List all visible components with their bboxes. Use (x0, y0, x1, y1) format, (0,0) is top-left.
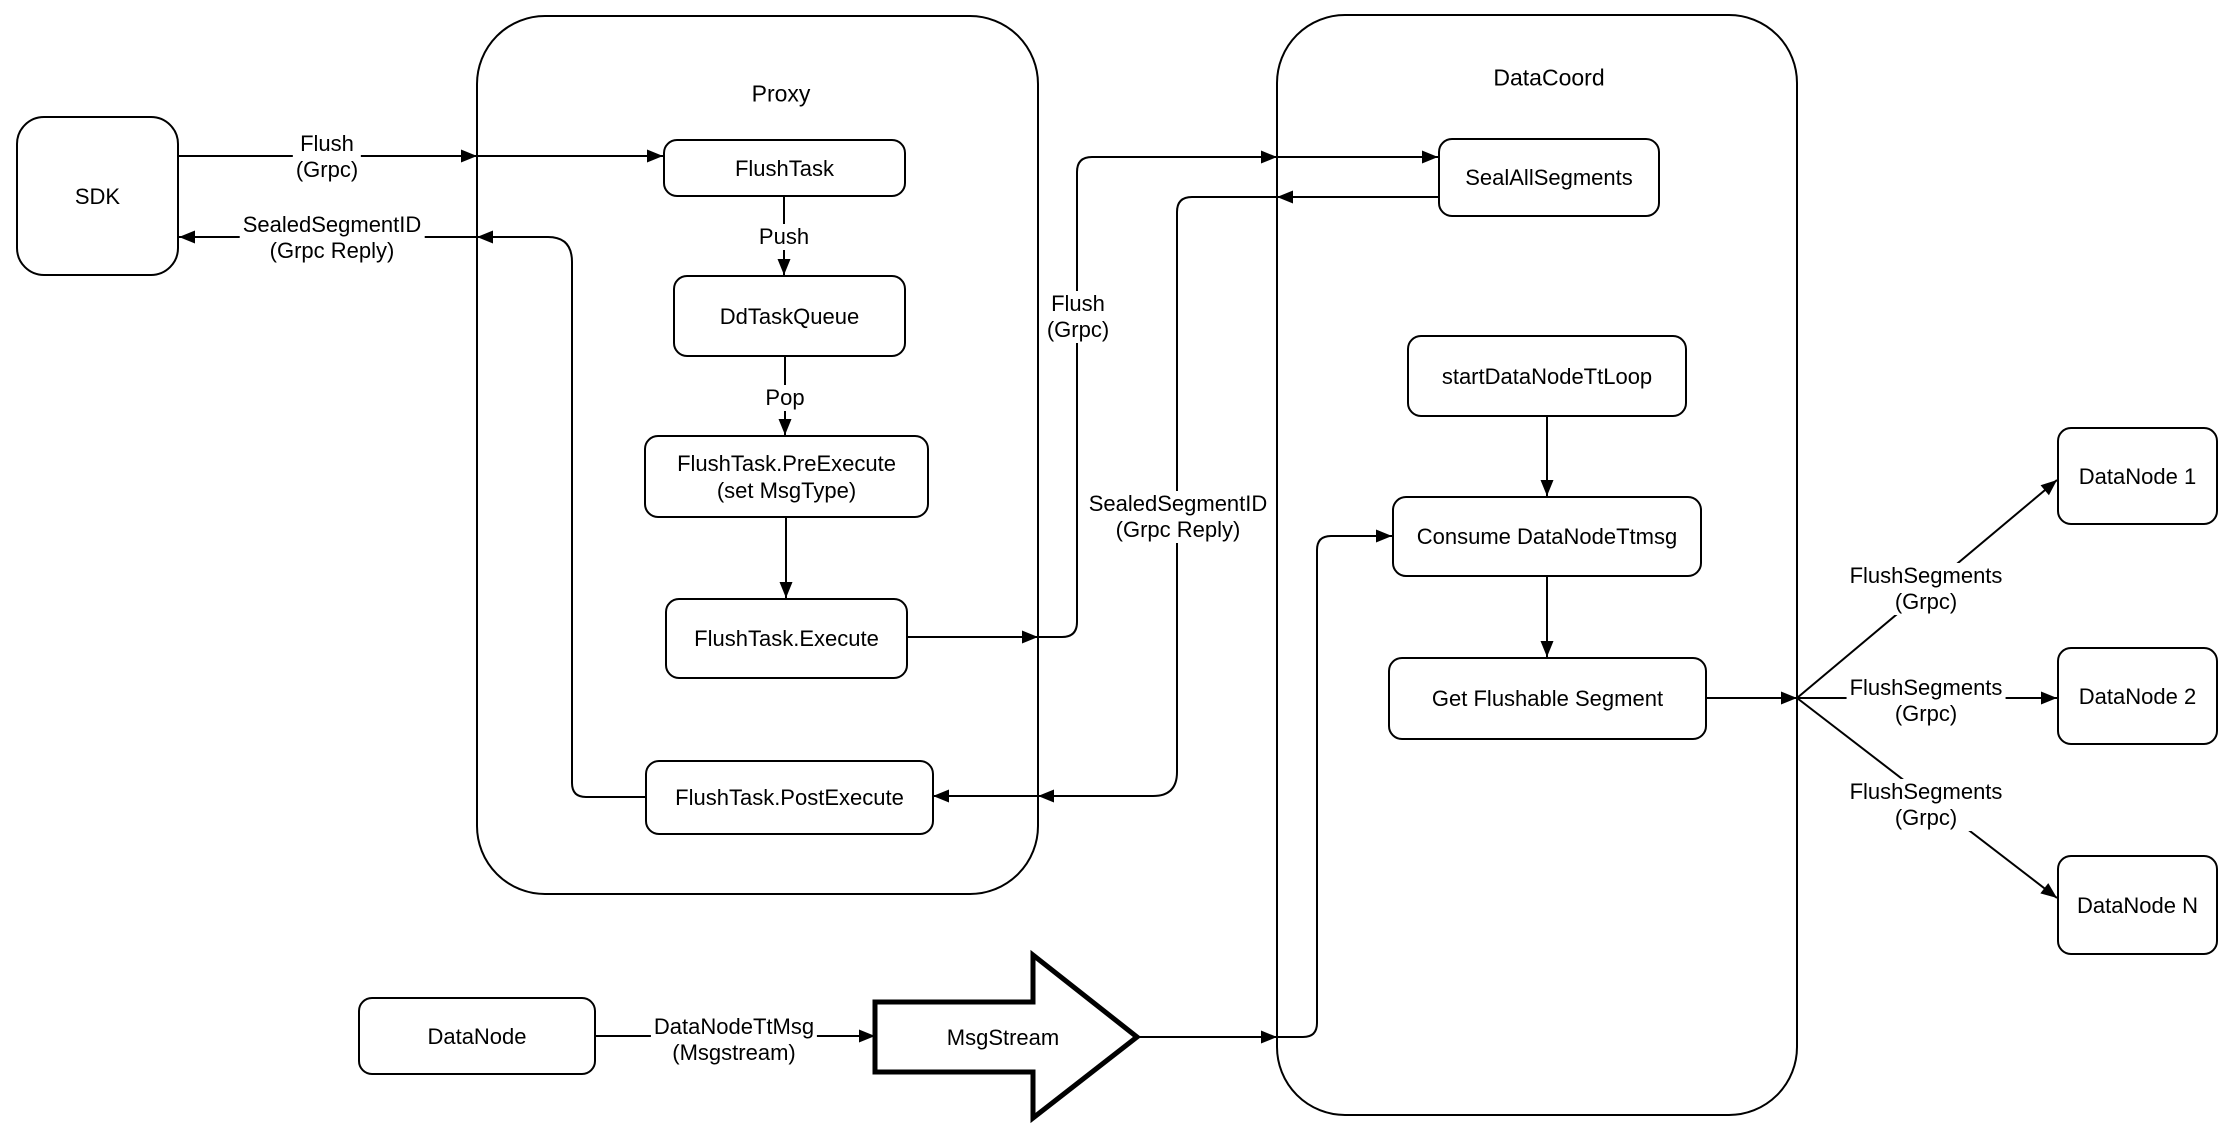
node-data-node-1-label: DataNode 1 (2078, 463, 2197, 489)
edge-label-sealed-segment-id-reply: SealedSegmentID (Grpc Reply) (1085, 491, 1271, 543)
datacoord-container-outline (1276, 14, 1798, 1116)
node-consume-data-node-ttmsg: Consume DataNodeTtmsg (1392, 496, 1702, 577)
node-flush-task: FlushTask (663, 139, 906, 197)
node-sdk-label: SDK (74, 183, 121, 209)
node-flush-task-label: FlushTask (734, 155, 835, 181)
node-dd-task-queue: DdTaskQueue (673, 275, 906, 357)
node-post-execute: FlushTask.PostExecute (645, 760, 934, 835)
node-pre-execute: FlushTask.PreExecute (set MsgType) (644, 435, 929, 518)
edge-label-flush-sdk: Flush (Grpc) (292, 131, 362, 183)
edge-label-flush-segments-1: FlushSegments (Grpc) (1846, 563, 2006, 615)
node-data-node-2: DataNode 2 (2057, 647, 2218, 745)
node-get-flushable-segment: Get Flushable Segment (1388, 657, 1707, 740)
node-post-execute-label: FlushTask.PostExecute (675, 785, 904, 810)
node-get-flushable-segment-label: Get Flushable Segment (1431, 686, 1664, 711)
edge-label-pop: Pop (762, 385, 808, 411)
proxy-container-outline (476, 15, 1039, 895)
node-data-node: DataNode (358, 997, 596, 1075)
msgstream-arrow-shape (872, 949, 1142, 1124)
edge-label-data-node-tt-msg: DataNodeTtMsg (Msgstream) (650, 1014, 818, 1066)
node-execute-label: FlushTask.Execute (694, 626, 879, 651)
edge-label-flush-datacoord: Flush (Grpc) (1043, 291, 1113, 343)
edge-label-flush-segments-3: FlushSegments (Grpc) (1846, 779, 2006, 831)
node-consume-data-node-ttmsg-label: Consume DataNodeTtmsg (1416, 524, 1678, 549)
edge-postexecute-return-riser (477, 230, 645, 798)
node-data-node-label: DataNode (427, 1023, 527, 1049)
edge-label-push: Push (755, 224, 813, 250)
node-start-data-node-tt-loop-label: startDataNodeTtLoop (1441, 363, 1653, 389)
edge-msgstream-riser-to-consume (1277, 529, 1392, 1038)
edge-flush-up-to-datacoord (1038, 150, 1277, 638)
node-seal-all-segments-label: SealAllSegments (1465, 165, 1633, 190)
proxy-container-title: Proxy (751, 80, 811, 107)
node-data-node-n: DataNode N (2057, 855, 2218, 955)
node-seal-all-segments: SealAllSegments (1438, 138, 1660, 217)
edge-label-sealed-segment-id-sdk: SealedSegmentID (Grpc Reply) (239, 212, 425, 264)
node-dd-task-queue-label: DdTaskQueue (719, 303, 860, 329)
node-execute: FlushTask.Execute (665, 598, 908, 679)
datacoord-container-title: DataCoord (1493, 64, 1605, 91)
node-sdk: SDK (16, 116, 179, 276)
node-data-node-2-label: DataNode 2 (2078, 683, 2197, 709)
msgstream-label: MsgStream (946, 1025, 1060, 1050)
node-pre-execute-label: FlushTask.PreExecute (set MsgType) (677, 450, 896, 503)
node-data-node-n-label: DataNode N (2076, 892, 2199, 918)
edge-label-flush-segments-2: FlushSegments (Grpc) (1846, 675, 2006, 727)
node-data-node-1: DataNode 1 (2057, 427, 2218, 525)
node-start-data-node-tt-loop: startDataNodeTtLoop (1407, 335, 1687, 417)
